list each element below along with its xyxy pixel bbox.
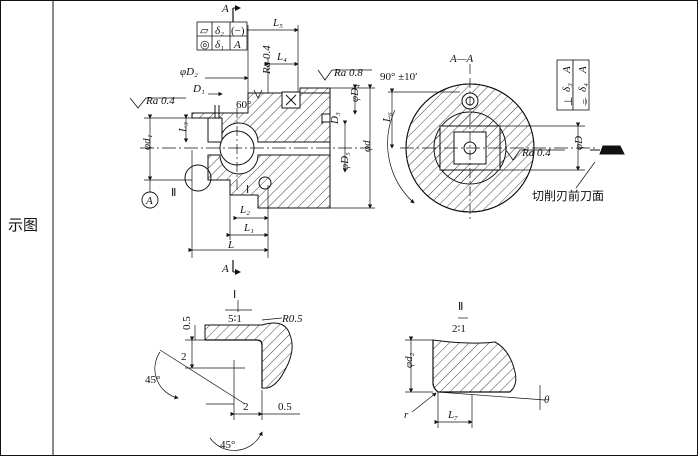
detail-two-r: r (404, 409, 409, 421)
detail-two-d2: φd₂ (403, 352, 415, 368)
fcf-left-paren: (−) (231, 25, 245, 37)
fcf-left-ref: A (233, 39, 241, 51)
fcf-left: ▱ δ₂ (−) ◎ δ₁ A (196, 21, 248, 51)
detail-one-45-bottom: 45° (220, 439, 235, 451)
dim-L3: L₃ (177, 122, 189, 133)
angle-60: 60° (236, 99, 251, 111)
ra-04-right: Ra 0.4 (521, 147, 551, 159)
detail-one-2-bottom: 2 (243, 401, 249, 413)
dim-phiD5: φD₅ (339, 152, 351, 170)
detail-two-theta: θ (544, 394, 550, 406)
detail-one (154, 300, 300, 451)
dim-l4: L₄ (276, 51, 287, 63)
ra-08: Ra 0.8 (333, 67, 363, 79)
angle-90: 90° ±10′ (380, 71, 418, 83)
dim-D3: D₃ (329, 112, 341, 125)
fcf-right-sym2: ⌯ (579, 97, 591, 106)
fcf-right-delta3: δ₃ (561, 83, 573, 92)
detail-two (405, 317, 546, 428)
fcf-right-ref1: A (561, 66, 573, 74)
dim-phid1: φd₁ (141, 134, 153, 150)
mark-one: Ⅰ (246, 184, 249, 196)
dim-L6: L₆ (381, 112, 393, 123)
detail-circle-one (258, 176, 272, 190)
detail-one-labels: Ⅰ 5∶1 R0.5 0.5 2 45° 2 0.5 45° (145, 289, 303, 451)
fcf-left-delta2: δ₂ (215, 25, 224, 37)
dim-phiD4: φD₄ (349, 84, 361, 102)
fcf-left-sym1: ▱ (200, 25, 209, 37)
body-lower-hatch (207, 154, 331, 209)
main-view-labels: A A L₅ L₄ Ra 0.8 Ra 0.4 φD₂ D₁ Ra 0.4 60… (141, 3, 373, 275)
detail-two-roman: Ⅱ (458, 301, 463, 313)
section-aa-view (387, 78, 625, 220)
dim-L: L (227, 239, 234, 251)
detail-one-05-bottom: 0.5 (278, 401, 292, 413)
dim-L1: L₁ (243, 222, 254, 234)
dim-D1: D₁ (192, 83, 205, 95)
section-title: A—A (449, 53, 474, 65)
detail-one-hatch (204, 322, 293, 389)
mark-two: Ⅱ (171, 187, 176, 199)
view-a-top: A (221, 3, 229, 15)
fcf-left-delta1: δ₁ (215, 39, 224, 51)
detail-one-roman: Ⅰ (233, 289, 236, 301)
dim-phiD: φD (573, 136, 585, 150)
detail-two-hatch (432, 339, 517, 393)
detail-two-l7: L₇ (447, 409, 458, 421)
datum-a-circle: A (141, 191, 159, 209)
ra-04-left: Ra 0.4 (145, 95, 175, 107)
detail-two-labels: Ⅱ 2∶1 φd₂ r L₇ θ (403, 301, 550, 421)
main-section-view (129, 5, 375, 275)
detail-one-2-left: 2 (181, 351, 187, 363)
row-label: 示图 (8, 216, 39, 234)
fcf-right-sym1: ⊥ (563, 96, 575, 106)
fcf-left-sym2: ◎ (200, 39, 210, 51)
ra-04-small: Ra 0.4 (261, 45, 273, 75)
fcf-right-ref2: A (577, 66, 589, 74)
detail-circle-two (184, 164, 212, 192)
rake-face-label: 切削刃前刀面 (532, 188, 604, 203)
fcf-right-delta4: δ₄ (577, 83, 589, 92)
view-a-bottom: A (221, 263, 229, 275)
dim-L2: L₂ (239, 204, 250, 216)
detail-one-r: R0.5 (281, 313, 303, 325)
detail-one-05-top: 0.5 (181, 316, 193, 330)
section-aa-labels: A—A 90° ±10′ L₆ Ra 0.4 φD 切削刃前刀面 (380, 53, 604, 203)
dim-l5: L₅ (272, 17, 283, 29)
dim-phid: φd (361, 140, 373, 152)
fcf-right: ⊥ δ₃ A ⌯ δ₄ A (556, 59, 591, 111)
detail-two-scale: 2∶1 (452, 323, 466, 335)
detail-one-45-left: 45° (145, 374, 160, 386)
dim-phiD2: φD₂ (180, 66, 198, 78)
detail-one-scale: 5∶1 (228, 313, 242, 325)
svg-text:A: A (145, 195, 153, 207)
